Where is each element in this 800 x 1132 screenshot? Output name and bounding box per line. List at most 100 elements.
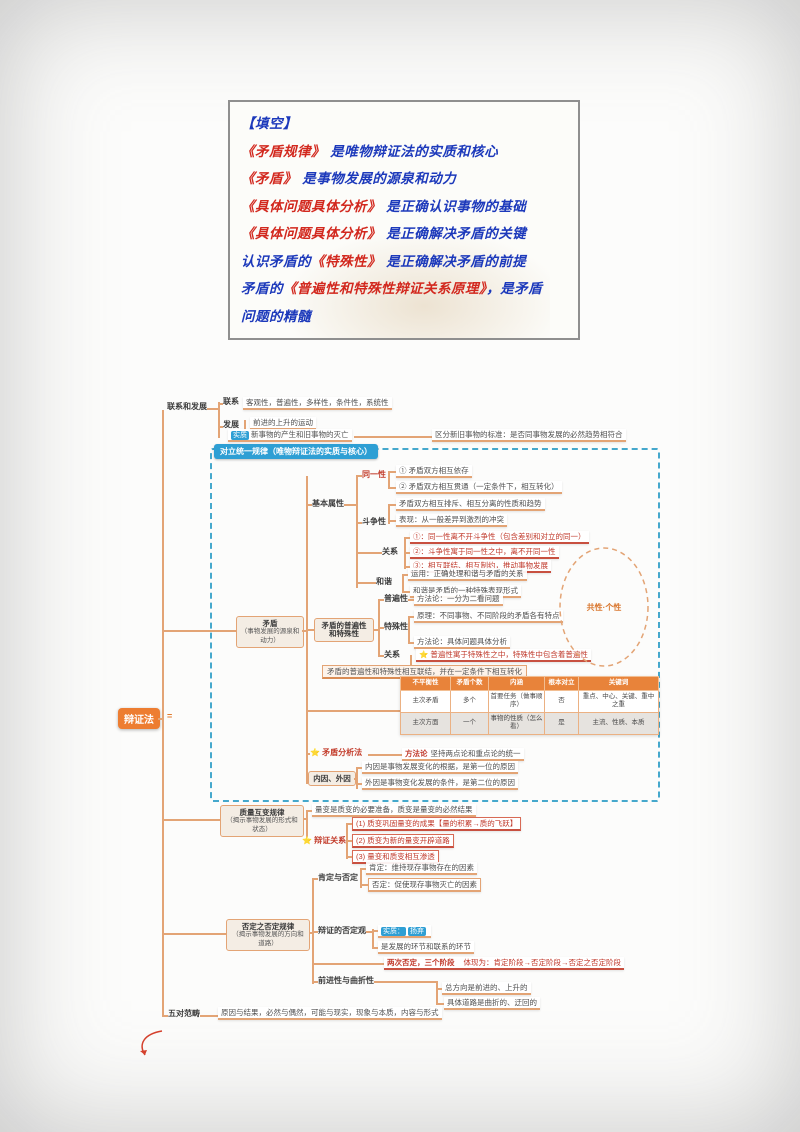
table-cell: 主次方面 [400,711,451,735]
tongyixing-label[interactable]: 同一性 [362,470,386,479]
duili-banner[interactable]: 对立统一规律（唯物辩证法的实质与核心） [214,444,378,459]
collapse-icon[interactable]: = [167,711,173,721]
note-line-segment: 【填空】 [241,116,297,132]
connector-line [356,767,358,789]
note-line: 《具体问题具体分析》 是正确解决矛盾的关键 [241,221,567,249]
fdzfd-node[interactable]: 否定之否定规律（揭示事物发展的方向和道路） [226,919,310,951]
connector-line [390,520,396,522]
teshuxing-label[interactable]: 特殊性 [384,622,408,631]
kending-row[interactable]: 否定：促使现存事物灭亡的因素 [368,878,481,892]
fanchou-label[interactable]: 五对范畴 [168,1009,200,1018]
douzhengxing-label[interactable]: 斗争性 [362,517,386,526]
qjx-row[interactable]: 具体道路是曲折的、迂回的 [444,997,540,1010]
qjx-label[interactable]: 前进性与曲折性 [318,976,374,985]
zlhb-top-row[interactable]: 量变是质变的必要准备，质变是量变的必然结果 [312,804,476,817]
fenxifa-label[interactable]: ⭐ 矛盾分析法 [310,748,363,757]
fazhan-label[interactable]: 发展 [223,420,239,429]
qjx-row[interactable]: 总方向是前进的、上升的 [442,982,531,995]
biaozhun-row[interactable]: 区分新旧事物的标准：是否同事物发展的必然趋势相符合 [432,429,626,442]
guanxi-row[interactable]: ②：斗争性寓于同一性之中，离不开同一性 [410,546,559,559]
neiyin-node[interactable]: 内因、外因 [308,771,356,786]
pute-guanxi-row[interactable]: ⭐ 普遍性寓于特殊性之中，特殊性中包含着普遍性 [416,649,591,662]
connector-line [356,522,362,524]
note-line-segment: 《矛盾规律》 [241,143,325,160]
neiyin-row[interactable]: 内因是事物发展变化的根据，是第一位的原因 [362,761,518,774]
connector-line [312,931,318,933]
table-cell: 主流、性质、本质 [578,711,659,735]
fdzfd-stages-row[interactable]: 两次否定，三个阶段体现为：肯定阶段→否定阶段→否定之否定阶段 [384,957,624,970]
connector-line [390,487,396,489]
maodun-node[interactable]: 矛盾（事物发展的源泉和动力） [236,616,304,648]
zlhb-node[interactable]: 质量互变规律（揭示事物发展的形式和状态） [220,805,304,837]
teshuxing-row[interactable]: 原理：不同事物、不同阶段的矛盾各有特点 [414,610,563,623]
tongyixing-row[interactable]: ① 矛盾双方相互依存 [396,465,472,478]
connector-line [356,476,358,588]
connector-line [404,537,410,539]
kending-label[interactable]: 肯定与否定 [318,873,358,882]
zlhb-star-label[interactable]: ⭐ 辩证关系 [302,836,347,845]
connector-line [404,552,410,554]
pute-guanxi-label[interactable]: 关系 [384,650,400,659]
bzfdg-row[interactable]: 是发展的环节和联系的环节 [378,941,474,954]
teshuxing-row[interactable]: 方法论：具体问题具体分析 [414,636,510,649]
connector-line [356,582,376,584]
note-line-segment: 是正确解决矛盾的前提 [381,253,527,270]
branch-overview-label[interactable]: 联系和发展 [167,402,207,411]
guanxi-row[interactable]: ①：同一性离不开斗争性（包含差别和对立的同一） [410,531,589,544]
pubianxing-row[interactable]: 方法论：一分为二看问题 [414,593,503,606]
imbalance-table[interactable]: 不平衡性矛盾个数内涵根本对立关键词主次矛盾多个首要任务（做事顺序）否重点、中心、… [400,676,659,735]
connector-line [218,402,220,438]
zlhb-row[interactable]: (2) 质变为新的量变开辟道路 [352,834,454,848]
connector-line [310,932,312,934]
hexie-row[interactable]: 运用：正确处理和谐与矛盾的关系 [408,568,527,581]
connector-line [390,471,396,473]
table-cell: 主次矛盾 [400,689,451,713]
note-line: 《矛盾规律》 是唯物辩证法的实质和核心 [241,139,567,167]
connector-line [436,981,438,1005]
note-line-segment: 是唯物辩证法的实质和核心 [325,143,499,160]
connector-line [163,819,220,821]
douzhengxing-row[interactable]: 表现：从一般差异到激烈的冲突 [396,514,507,527]
neiyin-row[interactable]: 外因是事物变化发展的条件，是第二位的原因 [362,777,518,790]
connector-line [402,591,410,593]
root-node[interactable]: 辩证法 [118,708,160,729]
fenxifa-row[interactable]: 方法论坚持两点论和重点论的统一 [402,748,524,761]
connector-line [402,574,408,576]
pubianxing-label[interactable]: 普遍性 [384,594,408,603]
bzfdg-essence-row[interactable]: 实质：扬弃 [378,925,431,938]
shuxing-label[interactable]: 基本属性 [312,499,344,508]
table-header-cell: 关键词 [578,676,659,691]
pute-node[interactable]: 矛盾的普遍性和特殊性 [314,618,374,642]
connector-line [354,778,356,780]
connector-line [344,504,356,506]
stages-label: 两次否定，三个阶段 [387,958,455,967]
note-lines: 【填空】《矛盾规律》 是唯物辩证法的实质和核心《矛盾》 是事物发展的源泉和动力《… [241,111,567,331]
connector-line [390,504,396,506]
note-line-segment: 《具体问题具体分析》 [241,198,381,215]
hexie-label[interactable]: 和谐 [376,577,392,586]
connector-line [378,655,384,657]
tongyixing-row[interactable]: ② 矛盾双方相互贯通（一定条件下，相互转化） [396,481,562,494]
connector-line [356,475,362,477]
kending-row[interactable]: 肯定：维持现存事物存在的因素 [366,862,477,875]
note-line: 【填空】 [241,111,567,139]
fanchou-row[interactable]: 原因与结果，必然与偶然，可能与现实，现象与本质，内容与形式 [218,1007,442,1020]
guanxi-label[interactable]: 关系 [382,547,398,556]
note-line-segment: 是事物发展的源泉和动力 [297,171,457,187]
connector-line [312,963,384,965]
lianxi-row[interactable]: 客观性，普遍性，多样性，条件性，系统性 [243,397,392,410]
bzfdg-label[interactable]: 辩证的否定观 [318,926,366,935]
fazhan-shizhi-row[interactable]: 实质新事物的产生和旧事物的灭亡 [228,429,352,442]
lianxi-label[interactable]: 联系 [223,397,239,406]
connector-line [302,630,306,632]
duili-section-box [210,448,660,802]
table-cell: 一个 [450,711,489,735]
connector-line [436,988,442,990]
table-cell: 事物的性质（怎么看） [488,711,545,735]
note-line: 《具体问题具体分析》 是正确认识事物的基础 [241,194,567,222]
connector-line [404,566,410,568]
connector-line [306,504,312,506]
zlhb-row[interactable]: (1) 质变巩固量变的成果【量的积累→质的飞跃】 [352,817,522,831]
douzhengxing-row[interactable]: 矛盾双方相互排斥、相互分离的性质和趋势 [396,498,545,511]
